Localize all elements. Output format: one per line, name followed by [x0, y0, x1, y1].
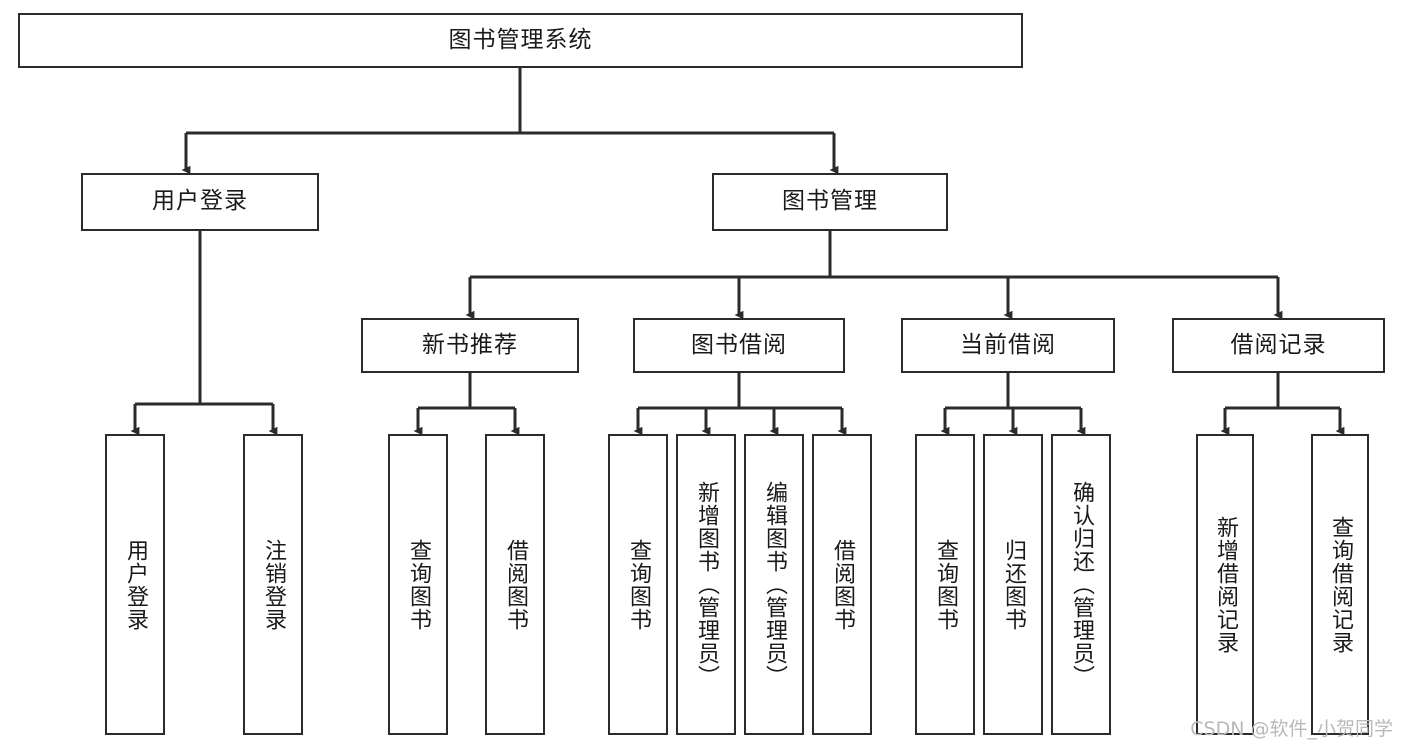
- leaf-query-book-recommend[interactable]: 查询图书: [388, 434, 448, 735]
- node-current-borrow[interactable]: 当前借阅: [901, 318, 1115, 373]
- node-book-management-label: 图书管理: [782, 188, 878, 215]
- leaf-confirm-return-admin[interactable]: 确认归还（管理员）: [1051, 434, 1111, 735]
- node-user-login[interactable]: 用户登录: [81, 173, 319, 231]
- leaf-user-logout[interactable]: 注销登录: [243, 434, 303, 735]
- leaf-query-book-current-label: 查询图书: [933, 538, 958, 631]
- leaf-return-book-label: 归还图书: [1001, 538, 1026, 631]
- node-current-borrow-label: 当前借阅: [960, 331, 1056, 358]
- node-book-borrow[interactable]: 图书借阅: [633, 318, 845, 373]
- leaf-add-borrow-record-label: 新增借阅记录: [1213, 515, 1238, 654]
- leaf-confirm-return-admin-label: 确认归还（管理员）: [1069, 481, 1094, 688]
- leaf-query-book-borrow-label: 查询图书: [626, 538, 651, 631]
- node-root-label: 图书管理系统: [448, 26, 593, 53]
- node-book-borrow-label: 图书借阅: [691, 331, 787, 358]
- leaf-borrow-book-recommend-label: 借阅图书: [503, 538, 528, 631]
- node-root[interactable]: 图书管理系统: [18, 13, 1023, 68]
- node-user-login-label: 用户登录: [152, 188, 248, 215]
- leaf-return-book[interactable]: 归还图书: [983, 434, 1043, 735]
- node-borrow-record[interactable]: 借阅记录: [1172, 318, 1385, 373]
- watermark: CSDN @软件_小贺同学: [1190, 718, 1393, 740]
- leaf-borrow-book-label: 借阅图书: [830, 538, 855, 631]
- leaf-add-book-admin-label: 新增图书（管理员）: [694, 481, 719, 688]
- leaf-add-book-admin[interactable]: 新增图书（管理员）: [676, 434, 736, 735]
- node-book-management[interactable]: 图书管理: [712, 173, 948, 231]
- leaf-query-borrow-record-label: 查询借阅记录: [1328, 515, 1353, 654]
- leaf-borrow-book-recommend[interactable]: 借阅图书: [485, 434, 545, 735]
- node-new-book-recommend-label: 新书推荐: [422, 331, 518, 358]
- leaf-borrow-book[interactable]: 借阅图书: [812, 434, 872, 735]
- leaf-query-book-recommend-label: 查询图书: [406, 538, 431, 631]
- leaf-query-book-borrow[interactable]: 查询图书: [608, 434, 668, 735]
- leaf-add-borrow-record[interactable]: 新增借阅记录: [1196, 434, 1254, 735]
- leaf-edit-book-admin-label: 编辑图书（管理员）: [762, 481, 787, 688]
- leaf-user-login[interactable]: 用户登录: [105, 434, 165, 735]
- leaf-query-book-current[interactable]: 查询图书: [915, 434, 975, 735]
- leaf-edit-book-admin[interactable]: 编辑图书（管理员）: [744, 434, 804, 735]
- leaf-user-login-label: 用户登录: [123, 538, 148, 631]
- leaf-query-borrow-record[interactable]: 查询借阅记录: [1311, 434, 1369, 735]
- node-new-book-recommend[interactable]: 新书推荐: [361, 318, 579, 373]
- node-borrow-record-label: 借阅记录: [1230, 331, 1327, 358]
- leaf-user-logout-label: 注销登录: [261, 538, 286, 631]
